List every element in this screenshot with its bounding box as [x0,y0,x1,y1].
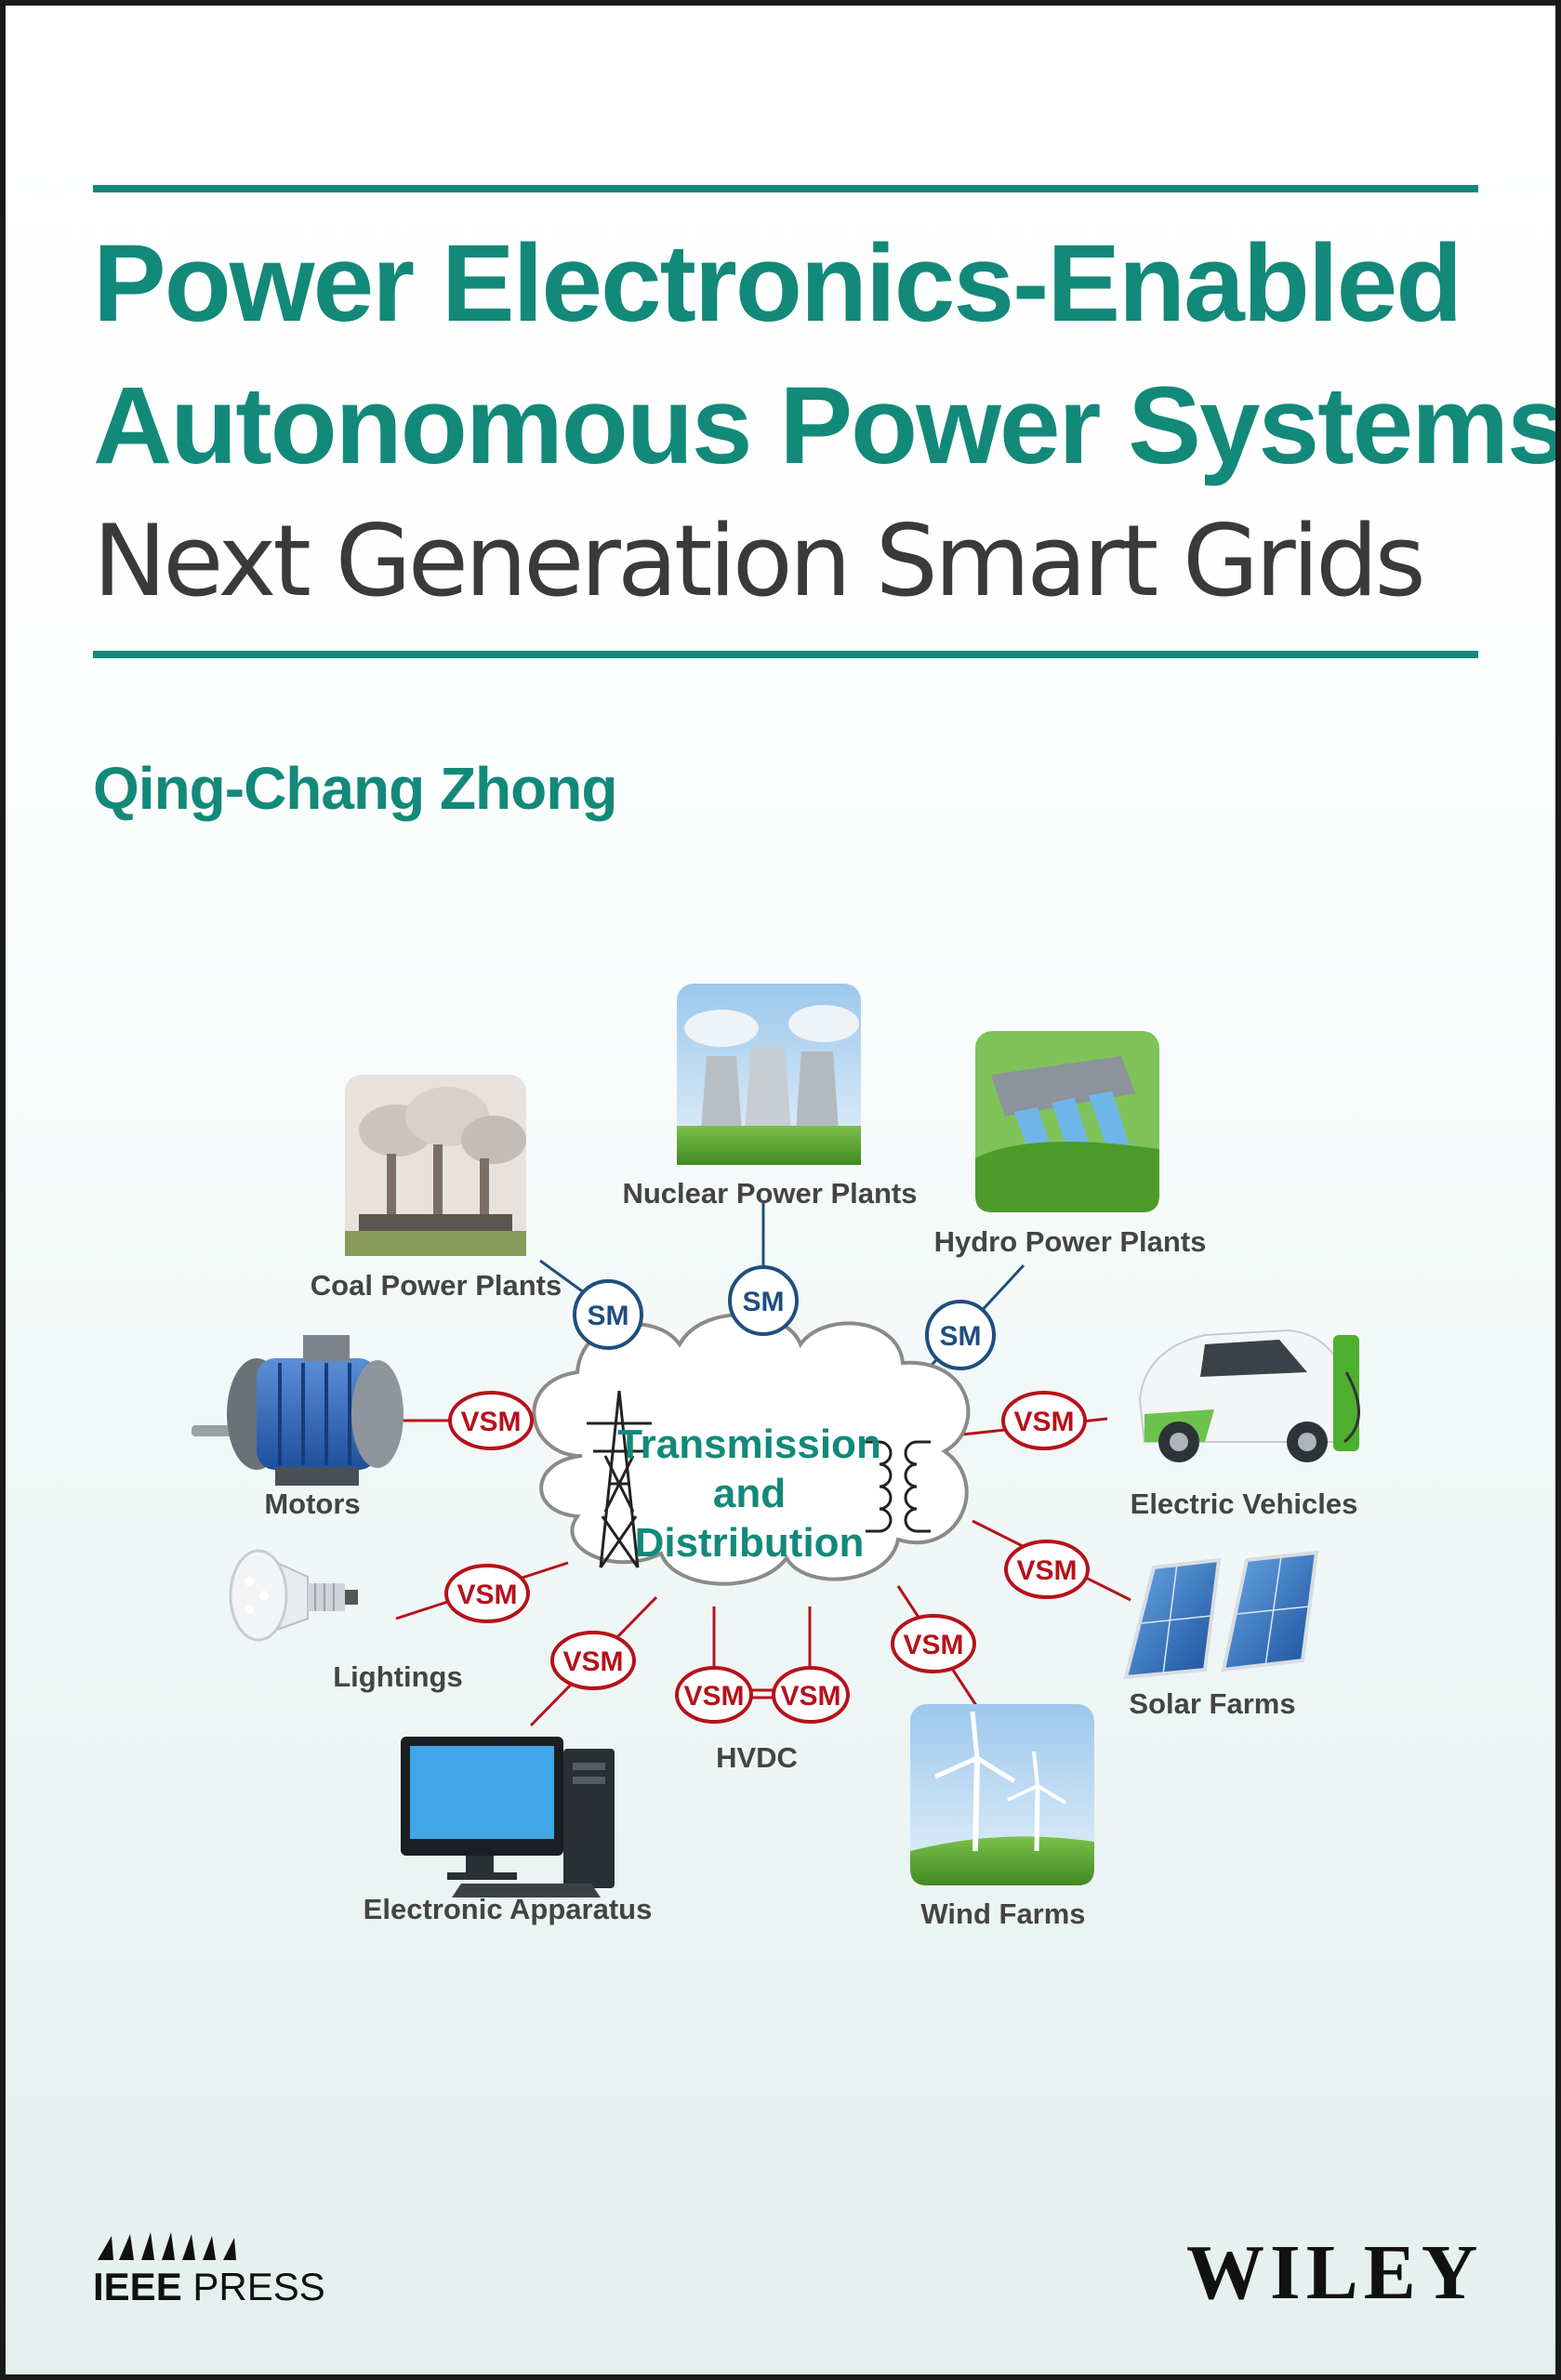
svg-text:VSM: VSM [903,1630,963,1660]
svg-text:VSM: VSM [683,1681,744,1712]
label-ev: Electric Vehicles [1131,1488,1358,1520]
center-line-2: and [713,1471,786,1516]
nuclear-plant-icon [677,984,861,1165]
vsm-badge-wind: VSM [891,1614,976,1673]
title-line-1: Power Electronics-Enabled [93,222,1462,345]
transformer-icon [866,1440,931,1533]
svg-text:SM: SM [940,1321,982,1352]
author: Qing-Chang Zhong [93,755,617,822]
label-nuclear: Nuclear Power Plants [622,1177,917,1210]
electric-vehicle-icon [1138,1329,1360,1462]
label-hvdc: HVDC [716,1741,798,1774]
svg-text:SM: SM [588,1301,629,1331]
computer-icon [401,1737,615,1897]
svg-text:SM: SM [743,1287,785,1317]
light-bulb-icon [229,1549,358,1642]
label-motors: Motors [264,1488,360,1520]
smart-grid-diagram: Transmission and Distribution SM SM SM V… [192,984,1360,1930]
svg-text:VSM: VSM [456,1580,517,1610]
label-wind: Wind Farms [920,1897,1085,1930]
top-rule [93,185,1478,192]
vsm-badge-lightings: VSM [444,1564,530,1623]
sm-badge-nuclear: SM [728,1265,799,1336]
vsm-badge-apparatus: VSM [550,1631,636,1690]
title-line-2: Autonomous Power Systems [93,364,1561,487]
center-line-1: Transmission [617,1421,881,1467]
label-solar: Solar Farms [1129,1687,1295,1720]
vsm-badge-ev: VSM [1001,1391,1087,1450]
pylon-icon [587,1390,652,1568]
vsm-badge-hvdc-left: VSM [675,1666,753,1724]
motor-icon [192,1335,403,1486]
press-text: PRESS [192,2265,325,2308]
sm-badge-coal: SM [573,1279,643,1350]
svg-text:VSM: VSM [562,1646,623,1677]
hydro-plant-icon [975,1031,1159,1212]
svg-text:VSM: VSM [780,1681,840,1712]
label-hydro: Hydro Power Plants [934,1225,1207,1258]
label-apparatus: Electronic Apparatus [364,1893,653,1925]
sm-badge-hydro: SM [925,1300,996,1370]
wind-farm-icon [910,1704,1094,1885]
ieee-press-logo [98,2232,236,2260]
bottom-rule [93,651,1478,658]
center-line-3: Distribution [635,1520,865,1566]
wiley-logo: WILEY [1186,2229,1484,2316]
coal-plant-icon [345,1075,526,1256]
label-coal: Coal Power Plants [311,1269,562,1302]
vsm-badge-motors: VSM [448,1391,534,1450]
transmission-cloud: Transmission and Distribution [532,1313,971,1586]
vsm-badge-hvdc-right: VSM [772,1666,850,1724]
svg-text:VSM: VSM [1016,1555,1077,1586]
svg-text:VSM: VSM [1013,1407,1074,1437]
label-lightings: Lightings [333,1660,462,1693]
solar-panel-icon [1123,1550,1319,1680]
subtitle: Next Generation Smart Grids [93,504,1426,618]
svg-text:VSM: VSM [460,1407,521,1437]
ieee-bold: IEEE [93,2265,182,2308]
vsm-badge-solar: VSM [1004,1540,1090,1599]
ieee-press-wordmark: IEEE PRESS [93,2265,325,2309]
